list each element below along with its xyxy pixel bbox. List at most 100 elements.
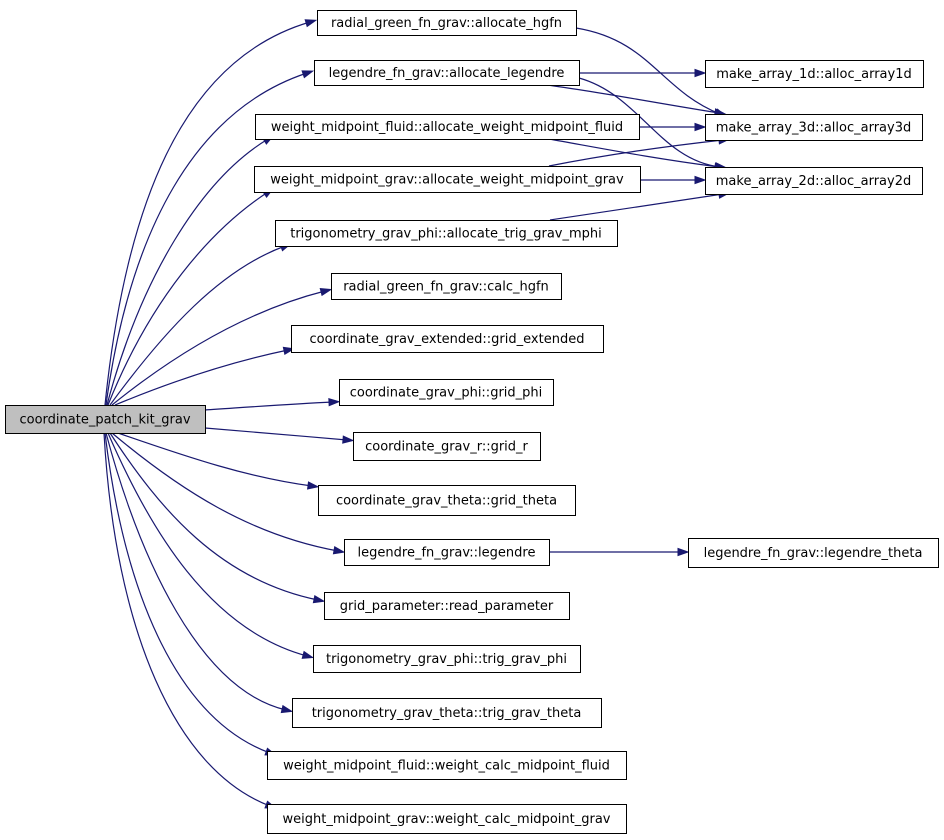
node-label: make_array_3d::alloc_array3d xyxy=(716,121,911,136)
arrowhead xyxy=(694,68,707,78)
edge-line xyxy=(549,193,724,221)
edge-line xyxy=(117,432,313,487)
node-label: trigonometry_grav_phi::allocate_trig_gra… xyxy=(290,227,602,242)
node-box xyxy=(705,167,923,195)
edge-line xyxy=(575,27,721,115)
edge-root-n14 xyxy=(105,432,294,714)
edge-line xyxy=(204,427,348,441)
node-n6[interactable]: radial_green_fn_grav::calc_hgfn xyxy=(331,273,562,300)
edge-line xyxy=(109,245,286,406)
node-n7[interactable]: coordinate_grav_extended::grid_extended xyxy=(291,325,604,353)
node-label: weight_midpoint_fluid::weight_calc_midpo… xyxy=(283,759,610,774)
edge-line xyxy=(106,138,269,406)
node-label: weight_midpoint_fluid::allocate_weight_m… xyxy=(271,120,623,135)
edge-root-n4 xyxy=(107,187,275,406)
edge-n3-m3 xyxy=(639,122,707,132)
edge-line xyxy=(105,72,308,406)
edge-line xyxy=(109,432,319,601)
edge-root-n2 xyxy=(105,70,315,406)
node-label: make_array_1d::alloc_array1d xyxy=(716,67,911,82)
edge-root-n8 xyxy=(204,398,341,411)
node-n2[interactable]: legendre_fn_grav::allocate_legendre xyxy=(314,60,580,86)
node-n9[interactable]: coordinate_grav_r::grid_r xyxy=(353,432,541,461)
node-box xyxy=(353,432,541,461)
node-n10[interactable]: coordinate_grav_theta::grid_theta xyxy=(318,485,576,516)
node-box xyxy=(339,379,554,406)
edge-root-n1 xyxy=(104,19,318,406)
node-box xyxy=(705,60,924,88)
node-box xyxy=(292,698,602,728)
node-label: weight_midpoint_grav::allocate_weight_mi… xyxy=(270,173,624,188)
edge-n2-m3 xyxy=(546,84,727,117)
edge-root-n11 xyxy=(111,432,346,555)
node-n3[interactable]: weight_midpoint_fluid::allocate_weight_m… xyxy=(255,114,640,140)
node-box xyxy=(267,751,627,780)
edge-line xyxy=(104,21,311,406)
arrowhead xyxy=(301,650,315,659)
node-label: coordinate_grav_extended::grid_extended xyxy=(310,332,585,347)
edge-n11-lt xyxy=(549,547,690,557)
edge-root-n16 xyxy=(103,432,278,809)
node-m1[interactable]: make_array_1d::alloc_array1d xyxy=(705,60,924,88)
edge-n3-m2 xyxy=(548,138,727,171)
arrowhead xyxy=(319,288,333,297)
node-box xyxy=(688,538,939,568)
node-box xyxy=(291,325,604,353)
node-n1[interactable]: radial_green_fn_grav::allocate_hgfn xyxy=(317,10,577,36)
edge-n4-m2 xyxy=(640,175,707,185)
edge-line xyxy=(114,349,289,406)
nodes-layer: coordinate_patch_kit_grav radial_green_fn… xyxy=(5,10,939,834)
edge-line xyxy=(104,432,271,754)
node-box xyxy=(317,10,577,36)
node-label: coordinate_grav_r::grid_r xyxy=(365,440,528,455)
node-n16[interactable]: weight_midpoint_grav::weight_calc_midpoi… xyxy=(267,804,627,834)
arrowhead xyxy=(694,175,707,185)
node-box xyxy=(254,166,641,193)
node-label: grid_parameter::read_parameter xyxy=(340,599,554,614)
node-n5[interactable]: trigonometry_grav_phi::allocate_trig_gra… xyxy=(275,220,618,247)
edge-line xyxy=(111,290,326,406)
node-label: coordinate_patch_kit_grav xyxy=(19,413,190,428)
node-root[interactable]: coordinate_patch_kit_grav xyxy=(5,405,206,434)
edge-line xyxy=(103,432,271,807)
edge-n4-m3 xyxy=(548,136,731,167)
node-box xyxy=(344,539,550,566)
node-n11[interactable]: legendre_fn_grav::legendre xyxy=(344,539,550,566)
node-box xyxy=(255,114,640,140)
node-box xyxy=(313,645,581,673)
node-n14[interactable]: trigonometry_grav_theta::trig_grav_theta xyxy=(292,698,602,728)
node-m3[interactable]: make_array_3d::alloc_array3d xyxy=(705,114,923,141)
node-label: trigonometry_grav_phi::trig_grav_phi xyxy=(326,652,567,667)
edge-n5-m2 xyxy=(549,190,731,221)
node-n12[interactable]: grid_parameter::read_parameter xyxy=(324,592,570,620)
node-box xyxy=(275,220,618,247)
arrowhead xyxy=(694,122,707,132)
node-label: trigonometry_grav_theta::trig_grav_theta xyxy=(312,706,582,721)
arrowhead xyxy=(306,481,320,490)
node-label: legendre_fn_grav::legendre_theta xyxy=(704,546,923,561)
arrowhead xyxy=(301,70,315,79)
node-n15[interactable]: weight_midpoint_fluid::weight_calc_midpo… xyxy=(267,751,627,780)
node-n13[interactable]: trigonometry_grav_phi::trig_grav_phi xyxy=(313,645,581,673)
node-label: make_array_2d::alloc_array2d xyxy=(716,174,911,189)
arrowhead xyxy=(342,435,355,444)
node-lt[interactable]: legendre_fn_grav::legendre_theta xyxy=(688,538,939,568)
edge-line xyxy=(204,401,334,411)
node-label: coordinate_grav_theta::grid_theta xyxy=(336,494,557,509)
node-n8[interactable]: coordinate_grav_phi::grid_phi xyxy=(339,379,554,406)
node-label: radial_green_fn_grav::calc_hgfn xyxy=(343,280,549,295)
node-box xyxy=(267,804,627,834)
node-label: coordinate_grav_phi::grid_phi xyxy=(350,386,543,401)
edge-line xyxy=(107,432,308,657)
node-m2[interactable]: make_array_2d::alloc_array2d xyxy=(705,167,923,195)
node-box xyxy=(318,485,576,516)
arrowhead xyxy=(677,547,690,557)
node-label: radial_green_fn_grav::allocate_hgfn xyxy=(331,16,562,31)
arrowhead xyxy=(304,19,318,28)
node-n4[interactable]: weight_midpoint_grav::allocate_weight_mi… xyxy=(254,166,641,193)
node-box xyxy=(331,273,562,300)
node-box xyxy=(5,405,206,434)
arrowhead xyxy=(280,704,294,714)
edge-line xyxy=(107,191,269,406)
